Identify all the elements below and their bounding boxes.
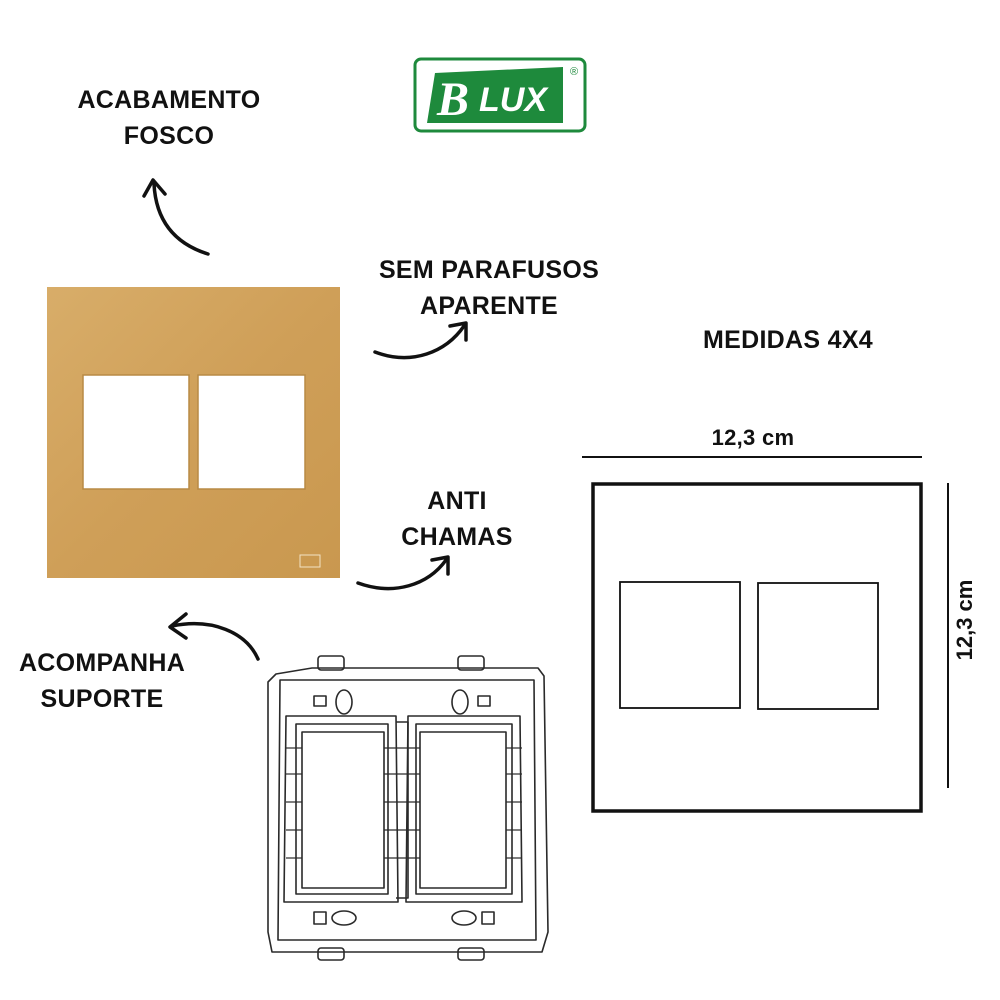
label-flame: ANTI CHAMAS	[377, 483, 537, 555]
label-no-screws-line1: SEM PARAFUSOS	[378, 256, 600, 284]
label-flame-line1: ANTI	[427, 487, 487, 515]
opening-left-outline	[619, 581, 741, 709]
label-finish: ACABAMENTO FOSCO	[52, 82, 286, 154]
dimensions-title: MEDIDAS 4X4	[702, 326, 873, 354]
registered-mark: ®	[570, 66, 578, 78]
svg-text:LUX: LUX	[479, 81, 549, 119]
product-plate	[47, 287, 340, 578]
height-label: 12,3 cm	[952, 579, 977, 661]
height-label-wrap: 12,3 cm	[950, 570, 980, 670]
label-no-screws: SEM PARAFUSOS APARENTE	[370, 252, 608, 324]
opening-right-outline	[757, 582, 879, 710]
label-support: ACOMPANHA SUPORTE	[4, 645, 200, 717]
plate-outline	[591, 482, 923, 813]
svg-text:B: B	[436, 73, 469, 126]
label-finish-line2: FOSCO	[123, 122, 215, 150]
label-flame-line2: CHAMAS	[401, 523, 513, 551]
product-support	[262, 652, 552, 962]
label-no-screws-line2: APARENTE	[419, 292, 559, 320]
width-label: 12,3 cm	[711, 425, 795, 450]
label-support-line2: SUPORTE	[40, 685, 164, 713]
label-support-line1: ACOMPANHA	[18, 649, 186, 677]
brand-logo: B LUX ®	[413, 57, 587, 133]
label-finish-line1: ACABAMENTO	[77, 86, 261, 114]
